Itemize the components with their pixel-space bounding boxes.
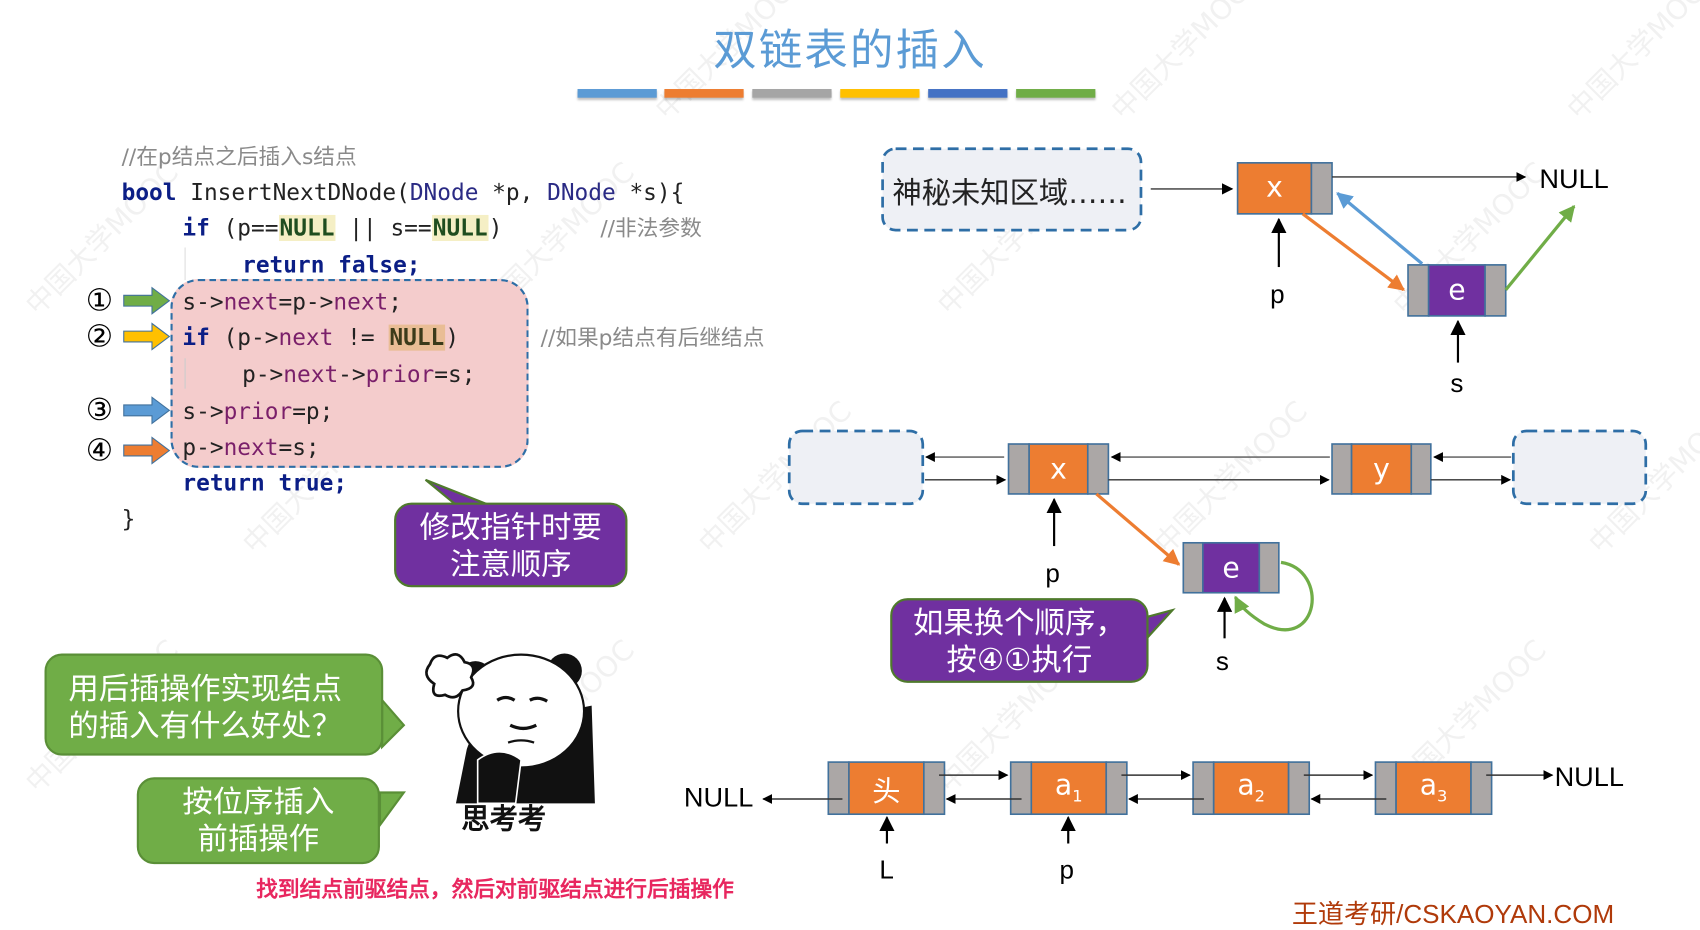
- callout-line: 如果换个顺序，: [912, 604, 1126, 641]
- node-a2: [1192, 761, 1311, 816]
- callout-line: 按位序插入: [182, 783, 335, 820]
- thinking-panda-meme: [425, 653, 595, 805]
- callout-order-warning: 修改指针时要 注意顺序: [394, 502, 628, 588]
- hint-text: 找到结点前驱结点，然后对前驱结点进行后插操作: [256, 876, 734, 903]
- node-label-sub: 3: [1436, 786, 1448, 806]
- node-label-main: a: [1237, 769, 1255, 803]
- step-arrow-1: [123, 286, 171, 315]
- step-arrow-3: [123, 396, 171, 425]
- accent-bar: [752, 89, 832, 98]
- node-head-label: 头: [872, 776, 901, 809]
- node-e-label: e: [1448, 274, 1466, 308]
- node-a3-label: a3: [1396, 770, 1471, 806]
- node-x-mid: [1007, 443, 1110, 495]
- code-comment-invalid-params: //非法参数: [600, 214, 702, 242]
- step-marker-3: ③: [85, 391, 114, 428]
- code-comment-has-successor: //如果p结点有后继结点: [540, 324, 765, 351]
- indent-guide: [184, 358, 186, 389]
- node-a1-label: a1: [1031, 770, 1106, 806]
- indent-guide: [184, 247, 186, 281]
- pointer-s-label: s: [1215, 647, 1229, 677]
- code-comment-header: //在p结点之后插入s结点: [121, 143, 357, 170]
- accent-bar: [664, 89, 744, 98]
- callout-swap-order: 如果换个顺序， 按④①执行: [890, 598, 1149, 683]
- callout-line: 用后插操作实现结点: [68, 670, 342, 707]
- pointer-p-label: p: [1059, 855, 1075, 885]
- unknown-region-label: 神秘未知区域……: [892, 176, 1127, 211]
- code-line-step2: if (p->next != NULL): [182, 324, 460, 351]
- callout-line: 按④①执行: [946, 641, 1093, 678]
- meme-caption: 思考考: [461, 803, 547, 836]
- callout-answer: 按位序插入 前插操作: [136, 777, 380, 865]
- next-arrow-step1: [1504, 205, 1576, 291]
- node-a3: [1374, 761, 1493, 816]
- step-arrow-2: [123, 322, 171, 351]
- next-arrow-step4: [1095, 492, 1181, 566]
- null-right-label: NULL: [1554, 762, 1624, 793]
- pointer-L-label: L: [879, 855, 894, 885]
- pointer-p-label: p: [1045, 559, 1060, 589]
- step-marker-2: ②: [85, 318, 114, 354]
- code-line-step2-body: p->next->prior=s;: [242, 361, 476, 388]
- node-x-top: [1236, 162, 1333, 215]
- callout-line: 的插入有什么好处？: [68, 707, 342, 744]
- null-left-label: NULL: [683, 782, 754, 814]
- node-label-main: a: [1419, 769, 1437, 803]
- callout-line: 前插操作: [197, 820, 320, 857]
- step-arrow-4: [123, 436, 171, 465]
- code-line-signature: bool InsertNextDNode(DNode *p, DNode *s)…: [121, 179, 685, 206]
- node-y-label: y: [1373, 453, 1390, 487]
- code-line-return-true: return true;: [182, 470, 348, 497]
- node-label-sub: 2: [1254, 786, 1265, 806]
- node-e-top: [1407, 264, 1507, 317]
- pointer-s-label: s: [1450, 369, 1464, 399]
- null-label: NULL: [1539, 163, 1609, 195]
- node-e-mid: [1182, 541, 1280, 594]
- accent-bar: [928, 89, 1008, 98]
- next-region-box: [1511, 429, 1648, 506]
- footer-brand: 王道考研/CSKAOYAN.COM: [1291, 899, 1615, 930]
- accent-bar: [840, 89, 920, 98]
- node-a2-label: a2: [1214, 770, 1289, 806]
- node-x-label: x: [1050, 453, 1067, 487]
- node-x-label: x: [1266, 171, 1283, 205]
- callout-tail: [424, 478, 489, 506]
- prior-arrow-step3: [1336, 191, 1424, 266]
- accent-bar: [1016, 89, 1096, 98]
- callout-line: 修改指针时要: [419, 509, 602, 545]
- callout-line: 注意顺序: [449, 546, 572, 582]
- code-line-step3: s->prior=p;: [182, 398, 334, 425]
- callout-question: 用后插操作实现结点 的插入有什么好处？: [44, 653, 384, 756]
- slide-title: 双链表的插入: [713, 26, 987, 76]
- code-line-step1: s->next=p->next;: [182, 288, 403, 315]
- accent-bar: [577, 89, 657, 98]
- node-label-sub: 1: [1072, 786, 1083, 806]
- highlighted-code-region: [170, 278, 529, 468]
- code-line-if-null: if (p==NULL || s==NULL): [182, 214, 503, 242]
- callout-tail: [378, 791, 406, 829]
- step-marker-4: ④: [85, 432, 114, 468]
- callout-tail: [381, 697, 406, 750]
- node-y-mid: [1331, 443, 1432, 495]
- step-marker-1: ①: [85, 282, 114, 319]
- node-label-main: a: [1054, 769, 1073, 803]
- code-line-step4: p->next=s;: [182, 434, 320, 461]
- code-line-return-false: return false;: [242, 251, 421, 278]
- next-arrow-step4: [1301, 212, 1405, 292]
- prev-region-box: [787, 429, 925, 506]
- self-loop-arrow-step1: [1233, 560, 1314, 632]
- node-e-label: e: [1222, 552, 1240, 586]
- pointer-p-label: p: [1270, 280, 1285, 310]
- unknown-region-box: [881, 147, 1143, 232]
- code-close-brace: }: [121, 505, 136, 532]
- node-a1: [1009, 761, 1128, 816]
